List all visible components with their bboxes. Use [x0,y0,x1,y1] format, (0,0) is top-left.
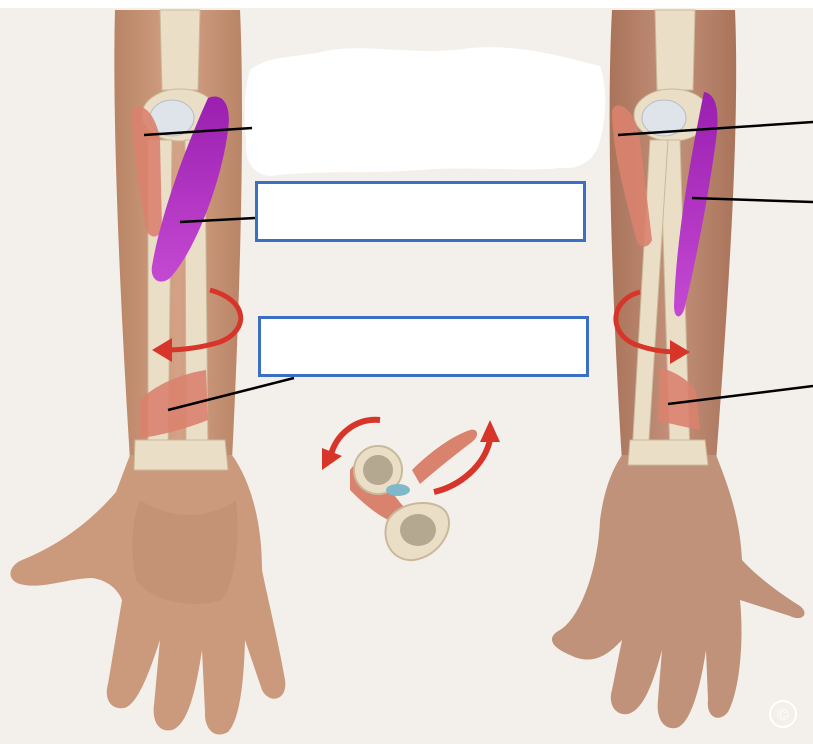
redacted-label-area [244,47,606,176]
top-border [0,0,813,8]
inset-interosseous-membrane [386,484,410,496]
left-palm-shading [132,500,238,604]
left-pronator-quadratus [140,370,208,438]
left-rotation-arrow [164,287,244,353]
leader-line-right-3 [667,384,813,406]
right-purple-muscle [674,92,718,317]
right-rotation-arrowhead [670,340,690,364]
leader-line-left-3 [167,376,295,412]
inset-ulna-marrow [400,514,436,546]
inset-left-arrowhead [322,448,342,470]
inset-left-arrow [327,416,381,459]
label-box-1[interactable] [255,181,586,242]
leader-line-right-1 [617,120,813,137]
leader-line-left-1 [143,126,253,137]
copyright-symbol: © [769,700,797,728]
right-wrist-bones [627,439,709,466]
right-hand-skin [551,455,805,729]
inset-tendon [412,429,478,484]
left-purple-muscle [151,96,229,282]
cross-section-inset [322,416,500,562]
inset-radius-marrow [363,455,393,485]
left-arm [10,9,286,735]
left-red-muscle-upper [132,106,162,237]
left-humerus [159,9,201,91]
label-box-2[interactable] [258,316,589,377]
leader-line-left-2 [179,216,257,224]
left-rotation-arrowhead [152,338,172,362]
right-trochlea [641,99,687,137]
right-arm [551,9,805,729]
leader-line-right-2 [691,196,813,204]
right-pronator-quadratus [658,368,700,430]
left-wrist-bones [133,439,229,471]
inset-right-arrowhead [480,420,500,442]
right-rotation-arrow [613,289,677,355]
right-humerus [654,9,696,91]
right-red-muscle-upper [612,105,652,247]
inset-right-arrow [433,439,493,495]
